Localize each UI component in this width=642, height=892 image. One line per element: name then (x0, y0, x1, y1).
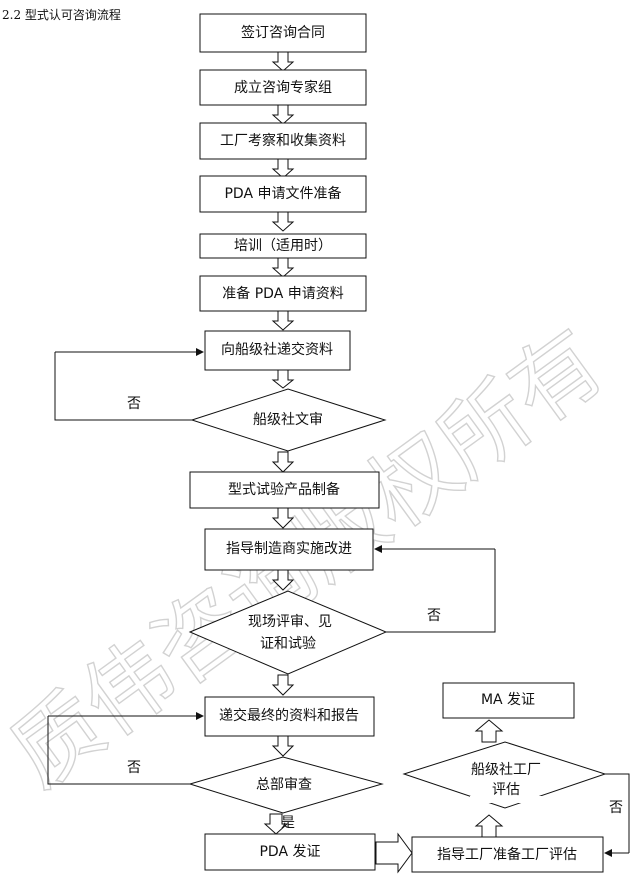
decision-label-class-review: 船级社文审 (253, 412, 323, 428)
branch-label-no-class-review: 否 (127, 396, 141, 412)
loop-line-hq-review (47, 716, 190, 785)
step-label-ma-cert: MA 发证 (481, 692, 535, 708)
step-box-training (199, 233, 367, 259)
flow-arrows (263, 51, 504, 874)
down-arrow (271, 257, 295, 278)
step-label-pda-materials: 准备 PDA 申请资料 (222, 285, 343, 302)
down-arrow (271, 104, 295, 125)
label-clip-mask (470, 796, 550, 803)
step-label-submit-final: 递交最终的资料和报告 (219, 707, 359, 724)
step-box-guide-factory-eval (411, 836, 604, 873)
up-arrow (474, 719, 504, 743)
down-arrow (271, 51, 295, 72)
down-arrow (271, 369, 295, 389)
loop-line-class-review (54, 352, 192, 421)
down-arrow (271, 211, 295, 232)
branch-label-no-hq-review: 否 (127, 760, 141, 776)
decision-label-hq-review: 总部审查 (256, 777, 312, 793)
down-arrow (271, 674, 295, 696)
down-arrow (271, 310, 295, 331)
loop-line-site-review (386, 549, 496, 633)
page-title: 2.2 型式认可咨询流程 (2, 8, 121, 22)
decision-class-review (190, 388, 387, 452)
decision-site-review (188, 590, 388, 675)
down-arrow (271, 158, 295, 179)
decision-hq-review (188, 756, 384, 814)
step-box-type-test-product (189, 471, 380, 509)
step-label-training: 培训（适用时） (234, 238, 332, 254)
step-label-guide-improve: 指导制造商实施改进 (226, 541, 352, 557)
branch-label-yes-hq-review: 是 (281, 815, 295, 831)
down-arrow (263, 813, 289, 835)
up-arrow (474, 814, 504, 838)
step-box-guide-improve (204, 528, 374, 571)
step-box-factory-survey (199, 122, 367, 160)
decision-label-factory-eval-line2: 评估 (492, 782, 520, 798)
step-label-submit-class: 向船级社递交资料 (221, 341, 333, 358)
down-arrow (271, 451, 295, 473)
step-label-sign-contract: 签订咨询合同 (241, 24, 325, 41)
step-label-guide-factory-eval: 指导工厂准备工厂评估 (437, 846, 577, 863)
step-box-sign-contract (199, 13, 367, 53)
loop-line-factory-eval (605, 773, 630, 853)
down-arrow (271, 507, 295, 529)
step-box-submit-class (204, 330, 351, 371)
decision-label-site-review-line1: 现场评审、见 (248, 614, 332, 630)
branch-label-no-factory-eval: 否 (609, 800, 623, 816)
step-label-expert-group: 成立咨询专家组 (234, 79, 332, 96)
step-box-pda-cert (204, 833, 376, 871)
step-label-pda-doc-prep: PDA 申请文件准备 (224, 185, 341, 202)
down-arrow (271, 569, 295, 591)
step-box-expert-group (199, 69, 367, 106)
step-label-pda-cert: PDA 发证 (259, 844, 320, 860)
step-box-pda-doc-prep (199, 175, 367, 213)
step-label-factory-survey: 工厂考察和收集资料 (220, 132, 346, 149)
branch-label-no-site-review: 否 (427, 608, 441, 624)
down-arrow (271, 735, 295, 757)
right-arrow (375, 832, 413, 874)
step-box-submit-final (204, 696, 375, 737)
decision-label-factory-eval-line1: 船级社工厂 (471, 762, 541, 778)
step-label-type-test-product: 型式试验产品制备 (228, 481, 340, 498)
step-box-ma-cert (442, 682, 575, 719)
step-box-pda-materials (199, 275, 367, 312)
decision-label-site-review-line2: 证和试验 (260, 636, 316, 652)
